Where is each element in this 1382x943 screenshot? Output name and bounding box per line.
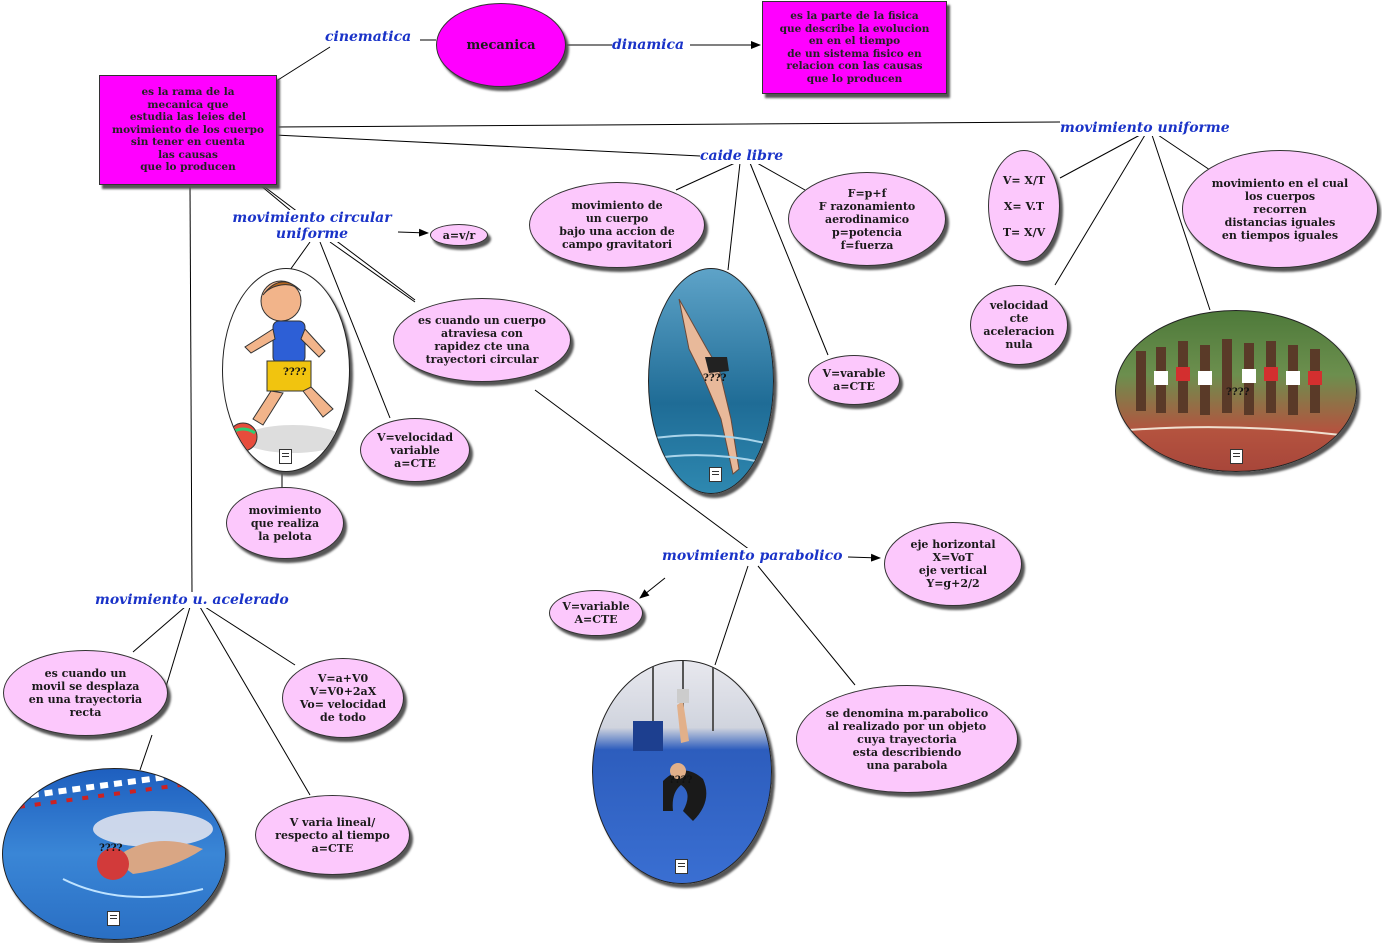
mcu-definition-node[interactable]: es cuando un cuerpo atraviesa con rapide… — [393, 298, 571, 382]
swimmer-photo[interactable]: ???? — [2, 768, 226, 940]
caida-definition-node[interactable]: movimiento de un cuerpo bajo una accion … — [529, 182, 705, 268]
movimiento-uniforme-label[interactable]: movimiento uniforme — [1060, 120, 1230, 136]
mu-definition-node[interactable]: movimiento en el cual los cuerpos recorr… — [1182, 150, 1378, 268]
mp-variable-node[interactable]: V=variable A=CTE — [549, 590, 643, 636]
runners-photo-caption: ???? — [1226, 387, 1249, 398]
gymnast-photo[interactable]: ???? — [592, 660, 772, 884]
boy-running-photo[interactable]: ???? — [222, 268, 350, 472]
runners-photo[interactable]: ???? — [1115, 310, 1357, 472]
mu-velocity-node[interactable]: velocidad cte aceleracion nula — [970, 285, 1068, 365]
gymnast-photo-caption: ???? — [669, 775, 692, 786]
mu-formulas-node[interactable]: V= X/T X= V.T T= X/V — [988, 150, 1060, 262]
document-icon[interactable] — [675, 859, 688, 874]
mp-definition-node[interactable]: se denomina m.parabolico al realizado po… — [796, 685, 1018, 793]
document-icon[interactable] — [709, 467, 722, 482]
mcu-velocity-node[interactable]: V=velocidad variable a=CTE — [360, 418, 470, 482]
mcu-formula-node[interactable]: a=v/r — [430, 224, 488, 246]
document-icon[interactable] — [1230, 449, 1243, 464]
mcu-ball-node[interactable]: movimiento que realiza la pelota — [226, 487, 344, 559]
caida-forces-node[interactable]: F=p+f F razonamiento aerodinamico p=pote… — [788, 172, 946, 266]
dinamica-label[interactable]: dinamica — [612, 37, 684, 53]
cinematica-label[interactable]: cinematica — [325, 29, 411, 45]
movimiento-parabolico-label[interactable]: movimiento parabolico — [662, 548, 842, 564]
mp-axes-node[interactable]: eje horizontal X=VoT eje vertical Y=g+2/… — [884, 522, 1022, 606]
gymnast-figure-icon — [593, 661, 771, 883]
mua-definition-node[interactable]: es cuando un movil se desplaza en una tr… — [3, 650, 168, 736]
mua-variable-node[interactable]: V varia lineal/ respecto al tiempo a=CTE — [255, 795, 410, 875]
swimmer-photo-caption: ???? — [99, 843, 122, 854]
movimiento-acelerado-label[interactable]: movimiento u. acelerado — [95, 592, 289, 608]
document-icon[interactable] — [107, 911, 120, 926]
mua-formulas-node[interactable]: V=a+V0 V=V0+2aX Vo= velocidad de todo — [282, 658, 404, 738]
boy-photo-caption: ???? — [283, 367, 306, 378]
diver-photo[interactable]: ???? — [648, 268, 774, 494]
dinamica-definition-box[interactable]: es la parte de la fisica que describe la… — [762, 1, 947, 94]
mecanica-node[interactable]: mecanica — [436, 3, 566, 87]
caida-variable-node[interactable]: V=varable a=CTE — [808, 355, 900, 405]
cinematica-definition-box[interactable]: es la rama de la mecanica que estudia la… — [99, 75, 277, 185]
caida-libre-label[interactable]: caide libre — [700, 148, 783, 164]
document-icon[interactable] — [279, 449, 292, 464]
diver-photo-caption: ???? — [703, 373, 726, 384]
mcu-label[interactable]: movimiento circular uniforme — [228, 210, 396, 242]
